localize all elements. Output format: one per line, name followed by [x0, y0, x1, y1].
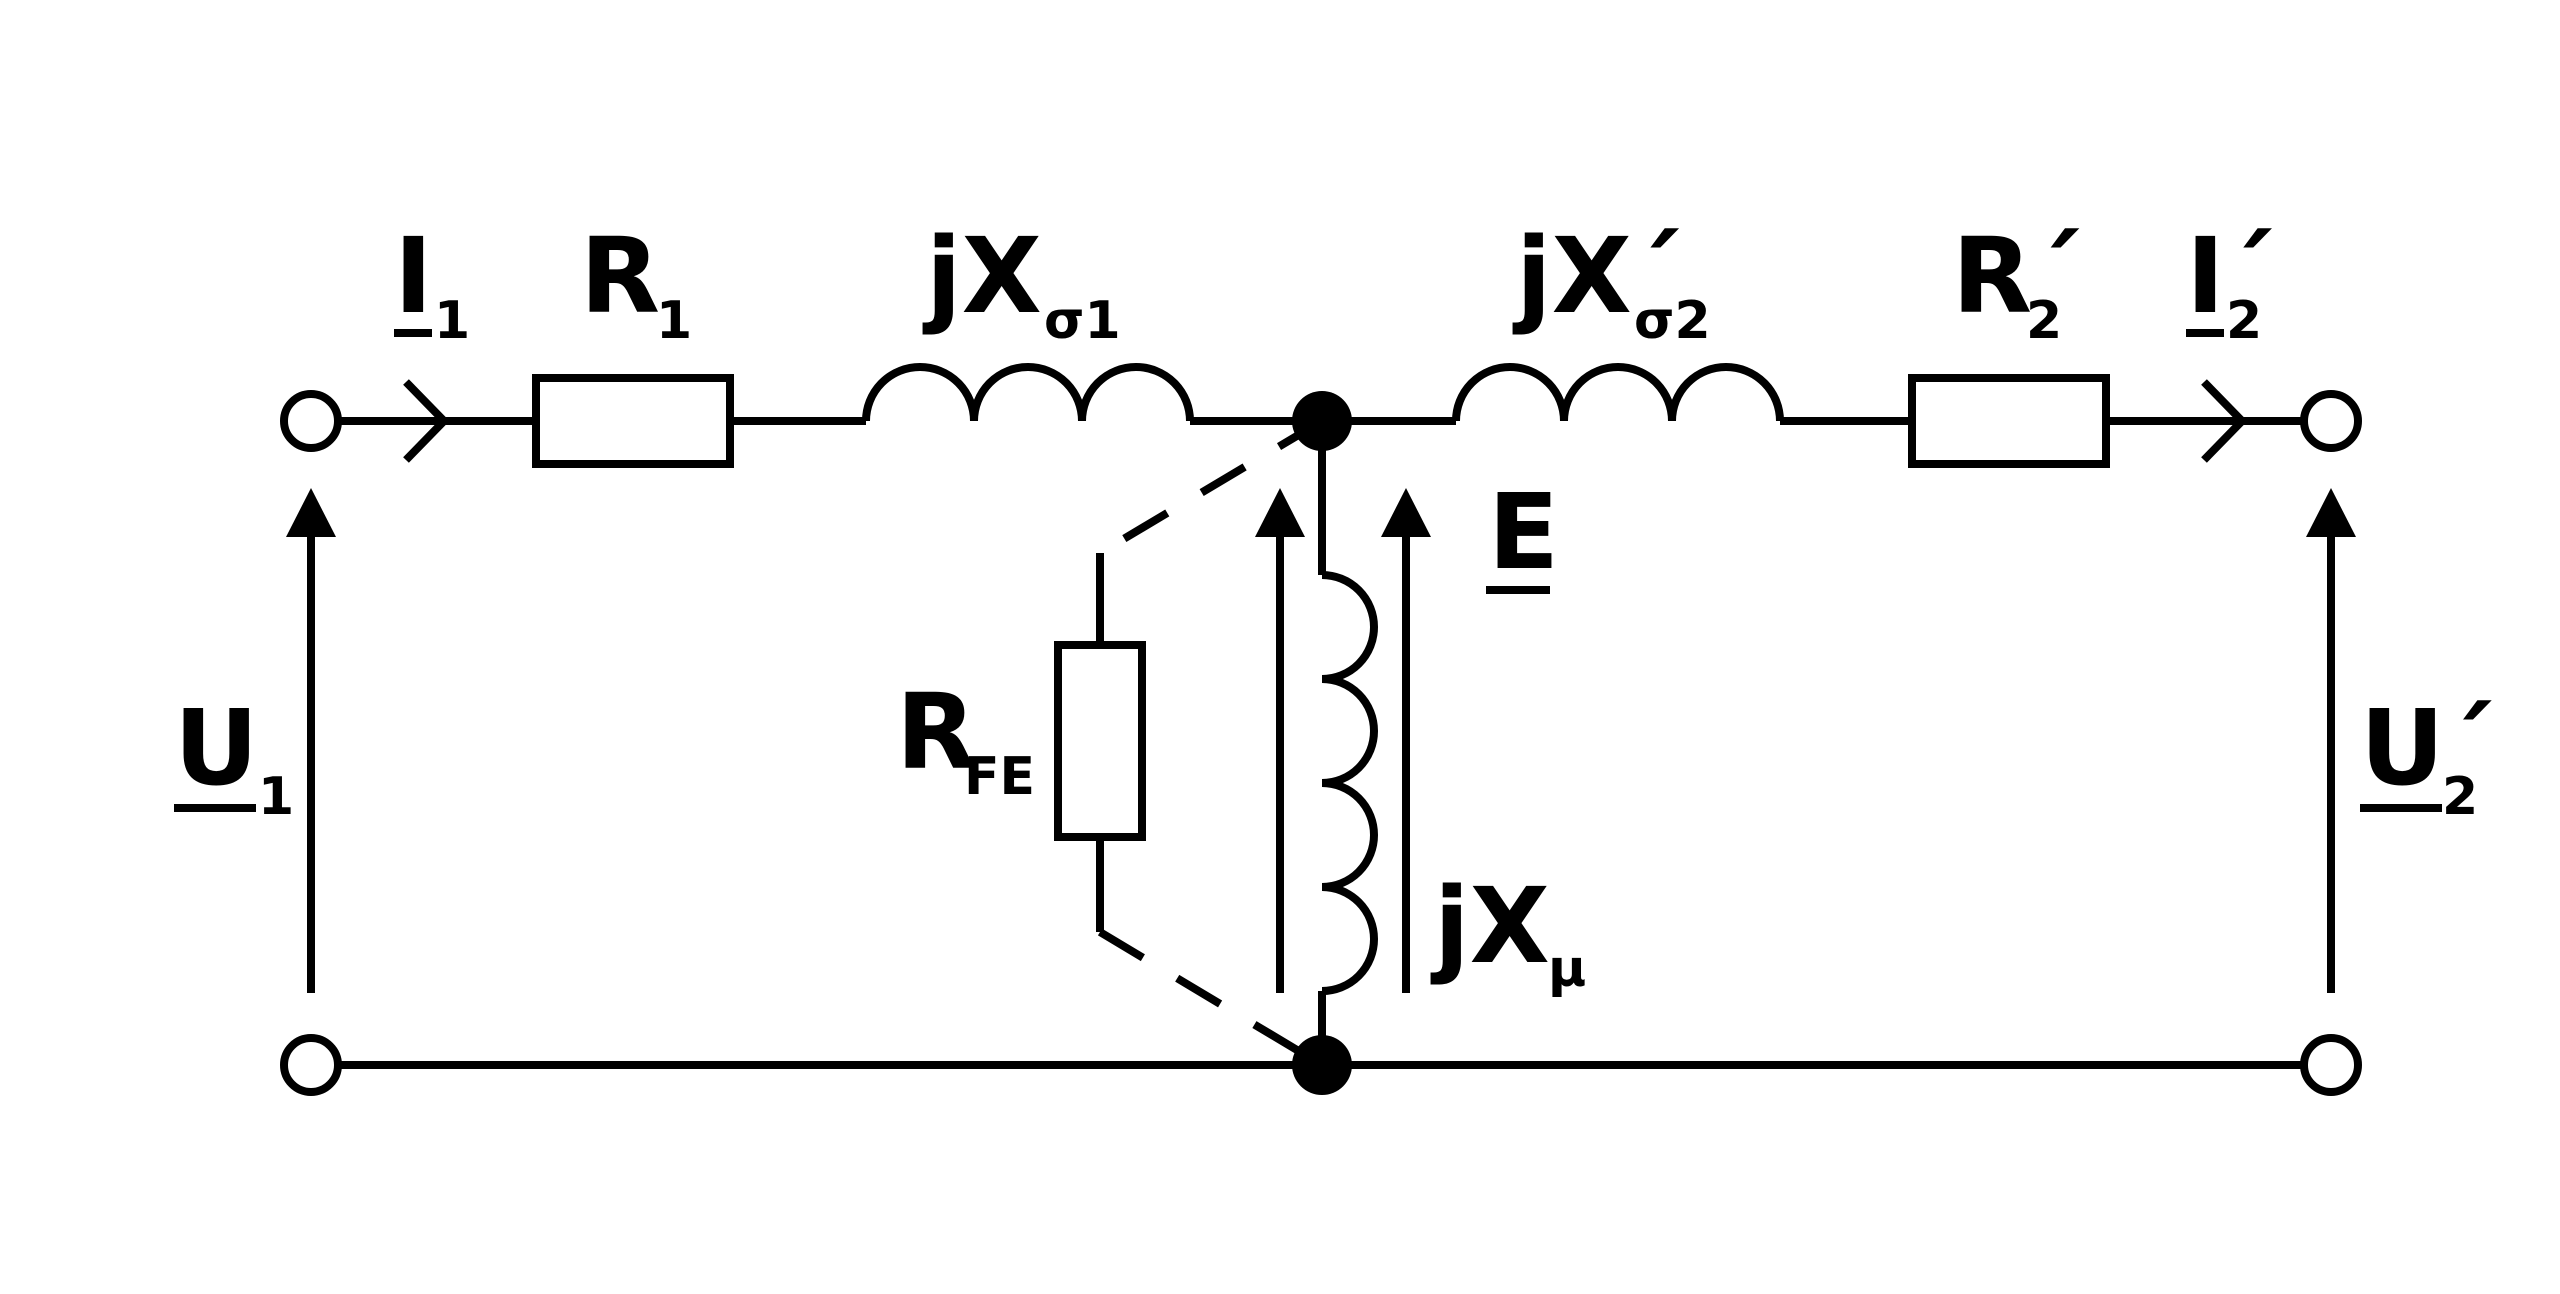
- label-r2: R´: [1952, 215, 2084, 337]
- label-i1-sub: 1: [434, 291, 470, 351]
- terminal-output-bottom: [2300, 1034, 2362, 1096]
- label-jx-sigma1: jX: [922, 215, 1042, 337]
- voltage-arrow-u2-head: [2306, 488, 2356, 537]
- resistor-r1: [532, 374, 734, 468]
- terminal-input-top: [280, 390, 342, 452]
- junction-node-top: [1292, 391, 1352, 451]
- label-r2-sub: 2: [2026, 291, 2062, 351]
- current-arrow-i1: [403, 379, 450, 463]
- label-i1: I: [394, 215, 433, 337]
- junction-node-bottom: [1292, 1035, 1352, 1095]
- current-arrow-i2: [2201, 379, 2248, 463]
- rfe-dashed-link-top: [1097, 417, 1325, 557]
- inductor-jx-mu: [1321, 571, 1378, 995]
- label-u1: U: [174, 687, 258, 809]
- label-u2-sub: 2: [2442, 767, 2478, 827]
- label-rfe-sub: FE: [964, 747, 1035, 807]
- label-u2: U´: [2360, 687, 2496, 809]
- label-jx-sigma2: jX´: [1512, 215, 1684, 337]
- label-jx-sigma2-sub: σ2: [1634, 291, 1711, 351]
- label-i2: I´: [2186, 215, 2277, 337]
- label-r1: R: [580, 215, 660, 337]
- voltage-arrow-u1-head: [286, 488, 336, 537]
- label-u1-sub: 1: [258, 767, 294, 827]
- label-e: E: [1488, 471, 1559, 593]
- resistor-r2: [1908, 374, 2110, 468]
- label-jx-mu: jX: [1430, 865, 1550, 987]
- voltage-arrow-e-head: [1381, 488, 1431, 537]
- resistor-rfe: [1054, 641, 1146, 841]
- rfe-dashed-link-bottom: [1097, 928, 1325, 1069]
- label-i2-sub: 2: [2226, 291, 2262, 351]
- label-r1-sub: 1: [656, 291, 692, 351]
- label-jx-mu-sub: μ: [1548, 939, 1586, 999]
- label-rfe: R: [896, 671, 976, 793]
- inductor-jx-sigma1: [862, 363, 1194, 422]
- voltage-arrow-rfe-head: [1255, 488, 1305, 537]
- label-jx-sigma1-sub: σ1: [1044, 291, 1121, 351]
- inductor-jx-sigma2: [1452, 363, 1784, 422]
- terminal-output-top: [2300, 390, 2362, 452]
- terminal-input-bottom: [280, 1034, 342, 1096]
